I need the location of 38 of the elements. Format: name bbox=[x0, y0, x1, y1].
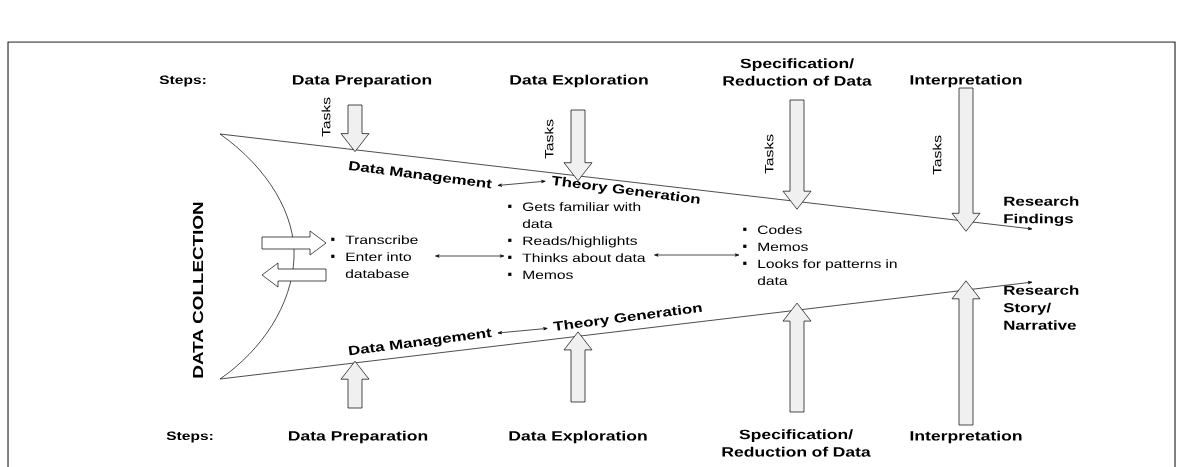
tasks-label: Tasks bbox=[321, 97, 331, 137]
arrow bbox=[497, 327, 548, 335]
block-arrow bbox=[951, 87, 981, 232]
tasks-label: Tasks bbox=[544, 119, 554, 159]
outcome-label: Research Findings bbox=[1004, 196, 1079, 226]
step-label: Specification/ Reduction of Data bbox=[723, 58, 872, 86]
bullet-list: Codes Memos Looks for patterns in data bbox=[743, 225, 897, 285]
block-arrow bbox=[340, 104, 370, 152]
step-label: Interpretation bbox=[910, 74, 1022, 88]
outcome-label: Research Story/ Narrative bbox=[1003, 285, 1079, 330]
arrow bbox=[435, 254, 505, 258]
step-label: Interpretation bbox=[910, 430, 1022, 444]
row-label: Steps: bbox=[166, 431, 213, 443]
block-arrow bbox=[261, 230, 327, 256]
funnel-arrow bbox=[219, 281, 1033, 380]
block-arrow bbox=[261, 262, 327, 288]
block-arrow bbox=[782, 302, 812, 413]
block-arrow bbox=[782, 99, 812, 210]
stage-label: Data Management bbox=[348, 328, 492, 356]
funnel-arrow bbox=[219, 133, 1033, 231]
step-label: Data Preparation bbox=[288, 430, 428, 444]
stage-label: Theory Generation bbox=[553, 305, 702, 331]
bullet-list: Transcribe Enter into database bbox=[331, 235, 418, 278]
step-label: Data Exploration bbox=[510, 74, 648, 88]
step-label: Data Exploration bbox=[509, 430, 647, 444]
block-arrow bbox=[563, 331, 593, 403]
arrow bbox=[497, 179, 546, 187]
block-arrow bbox=[563, 109, 593, 182]
arrow bbox=[654, 253, 740, 257]
tasks-label: Tasks bbox=[764, 134, 774, 174]
step-label: Specification/ Reduction of Data bbox=[722, 429, 871, 457]
tasks-label: Tasks bbox=[932, 135, 942, 175]
block-arrow bbox=[340, 360, 370, 409]
side-label: DATA COLLECTION bbox=[192, 202, 204, 378]
row-label: Steps: bbox=[159, 75, 206, 87]
step-label: Data Preparation bbox=[292, 74, 432, 88]
block-arrow bbox=[951, 280, 981, 426]
bullet-list: Gets familiar with data Reads/highlights Thinks about data Memos bbox=[508, 202, 646, 279]
